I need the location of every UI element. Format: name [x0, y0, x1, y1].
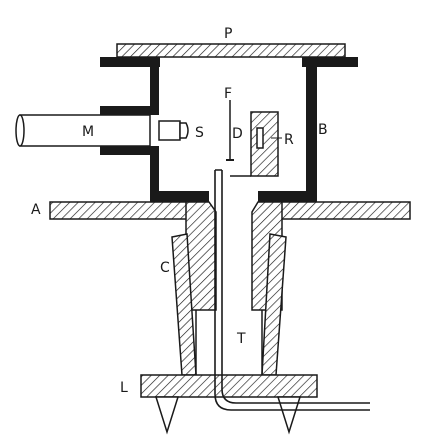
label-r: R	[284, 132, 294, 148]
microscope-tube-end	[15, 114, 25, 147]
small-pin	[256, 127, 264, 149]
microscope-collar	[100, 106, 159, 155]
block-r	[250, 111, 279, 177]
foot-left	[154, 396, 180, 435]
label-b: B	[318, 122, 328, 138]
chamber-wall	[100, 57, 358, 202]
label-l: L	[120, 380, 128, 396]
leveling-base	[140, 374, 318, 398]
label-c: C	[160, 260, 170, 276]
label-s: S	[195, 125, 204, 141]
tube-pipe-inner	[221, 170, 370, 404]
label-p: P	[224, 26, 232, 42]
label-t: T	[236, 331, 246, 347]
objective-lens	[158, 120, 181, 141]
objective-lens-tip	[179, 122, 189, 139]
label-f: F	[224, 86, 232, 102]
top-plate	[116, 43, 346, 58]
label-a: A	[31, 202, 41, 218]
label-d: D	[232, 126, 243, 142]
foot-right	[276, 396, 302, 435]
tube-pipe-outer	[214, 170, 370, 411]
label-m: M	[82, 124, 94, 140]
